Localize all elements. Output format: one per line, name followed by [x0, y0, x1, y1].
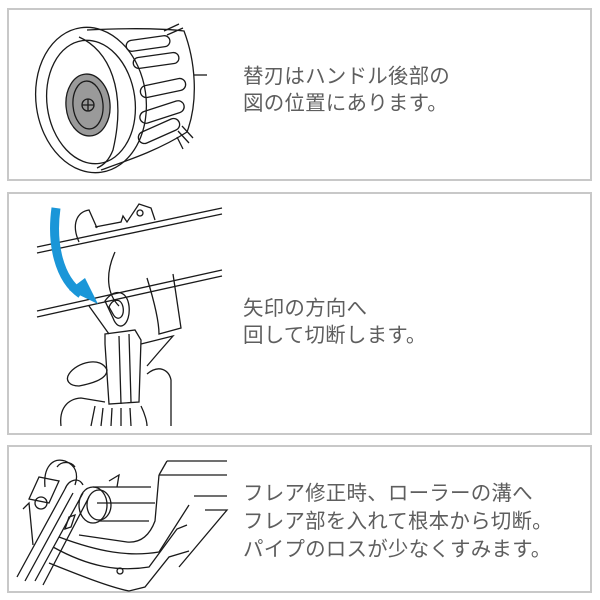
handle-rear-illustration — [34, 23, 207, 174]
caption-line: フレア修正時、ローラーの溝へ — [243, 481, 533, 505]
pipe-cutter-illustration — [36, 203, 223, 427]
instruction-panel-blade-location: 替刃はハンドル後部の 図の位置にあります。 — [7, 8, 592, 181]
caption-rotate-to-cut: 矢印の方向へ 回して切断します。 — [243, 295, 427, 349]
caption-blade-location: 替刃はハンドル後部の 図の位置にあります。 — [243, 63, 450, 117]
caption-line: 替刃はハンドル後部の — [243, 64, 450, 88]
caption-line: パイプのロスが少なくすみます。 — [243, 537, 552, 561]
caption-line: フレア部を入れて根本から切断。 — [243, 509, 553, 533]
instruction-panel-flare-cut: フレア修正時、ローラーの溝へ フレア部を入れて根本から切断。 パイプのロスが少な… — [7, 445, 592, 593]
caption-flare-cut: フレア修正時、ローラーの溝へ フレア部を入れて根本から切断。 パイプのロスが少な… — [243, 479, 553, 563]
caption-line: 矢印の方向へ — [243, 296, 368, 320]
instruction-panel-rotate-to-cut: 矢印の方向へ 回して切断します。 — [7, 192, 592, 435]
roller-groove-illustration — [16, 459, 229, 592]
caption-line: 回して切断します。 — [243, 323, 427, 347]
caption-line: 図の位置にあります。 — [243, 91, 448, 115]
